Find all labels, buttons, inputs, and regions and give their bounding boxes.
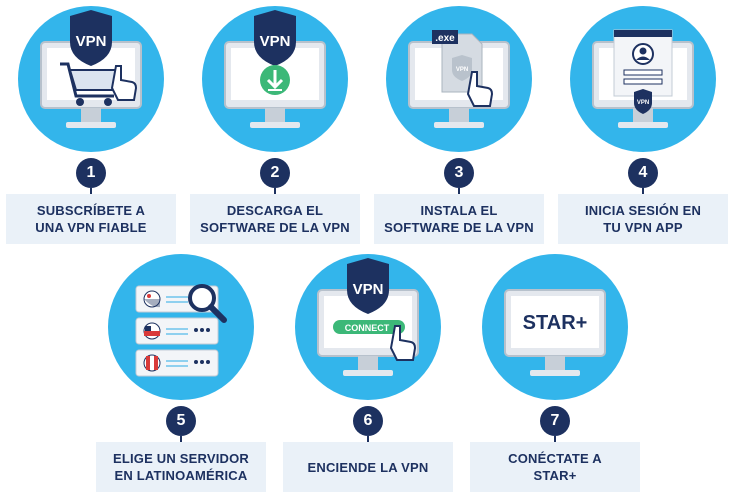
svg-text:VPN: VPN	[76, 33, 107, 50]
step-5-circle	[108, 254, 254, 400]
step-7-label: CONÉCTATE A STAR+	[470, 442, 640, 492]
step-3-circle: .exe VPN	[386, 6, 532, 152]
svg-text:CONNECT: CONNECT	[345, 323, 390, 333]
step-5-line2: EN LATINOAMÉRICA	[114, 468, 248, 483]
shield-icon: VPN	[254, 10, 296, 66]
cart-icon	[60, 62, 120, 106]
step-7-line1: CONÉCTATE A	[508, 451, 602, 466]
step-1-circle: VPN	[18, 6, 164, 152]
step-4-label: INICIA SESIÓN EN TU VPN APP	[558, 194, 728, 244]
download-icon	[260, 65, 290, 95]
step-3-line2: SOFTWARE DE LA VPN	[384, 220, 534, 235]
step-6-circle: VPN CONNECT	[295, 254, 441, 400]
svg-text:VPN: VPN	[353, 281, 384, 298]
svg-text:VPN: VPN	[260, 33, 291, 50]
shield-icon: VPN	[70, 10, 112, 66]
step-4-number: 4	[628, 158, 658, 188]
step-2-line2: SOFTWARE DE LA VPN	[200, 220, 350, 235]
step-6-line1: ENCIENDE LA VPN	[307, 459, 429, 475]
step-1-line2: UNA VPN FIABLE	[35, 220, 147, 235]
step-2-line1: DESCARGA EL	[226, 203, 324, 218]
svg-text:STAR+: STAR+	[523, 312, 588, 334]
step-3-label: INSTALA EL SOFTWARE DE LA VPN	[374, 194, 544, 244]
step-4-line1: INICIA SESIÓN EN	[584, 203, 702, 218]
step-7-line2: STAR+	[533, 468, 577, 483]
monitor-icon	[504, 289, 606, 376]
step-3-stem	[458, 188, 460, 198]
svg-text:.exe: .exe	[435, 33, 455, 44]
svg-text:VPN: VPN	[637, 100, 649, 106]
step-6-label: ENCIENDE LA VPN	[283, 442, 453, 492]
server-search-icon	[135, 284, 227, 377]
hand-cursor-icon	[110, 65, 138, 101]
hand-cursor-icon	[466, 71, 494, 107]
step-5-line1: ELIGE UN SERVIDOR	[112, 451, 250, 466]
step-7-number: 7	[540, 406, 570, 436]
star-plus-logo: STAR+	[523, 312, 588, 334]
step-4-line2: TU VPN APP	[603, 220, 683, 235]
step-5-label: ELIGE UN SERVIDOR EN LATINOAMÉRICA	[96, 442, 266, 492]
hand-cursor-icon	[389, 325, 417, 361]
step-7-circle: STAR+	[482, 254, 628, 400]
step-3-line1: INSTALA EL	[420, 203, 498, 218]
svg-text:VPN: VPN	[456, 67, 468, 73]
step-5-number: 5	[166, 406, 196, 436]
step-1-number: 1	[76, 158, 106, 188]
step-1-label: SUBSCRÍBETE A UNA VPN FIABLE	[6, 194, 176, 244]
step-3-number: 3	[444, 158, 474, 188]
step-1-line1: SUBSCRÍBETE A	[36, 203, 146, 218]
step-1-stem	[90, 188, 92, 198]
step-2-number: 2	[260, 158, 290, 188]
login-form-icon	[613, 29, 673, 97]
step-7-stem	[554, 436, 556, 446]
step-2-stem	[274, 188, 276, 198]
shield-icon: VPN	[347, 258, 389, 314]
shield-icon: VPN	[634, 89, 652, 114]
step-2-circle: VPN	[202, 6, 348, 152]
step-4-circle: VPN	[570, 6, 716, 152]
step-6-stem	[367, 436, 369, 446]
step-6-number: 6	[353, 406, 383, 436]
step-2-label: DESCARGA EL SOFTWARE DE LA VPN	[190, 194, 360, 244]
step-4-stem	[642, 188, 644, 198]
connect-button-icon: CONNECT	[333, 320, 405, 334]
step-5-stem	[180, 436, 182, 446]
